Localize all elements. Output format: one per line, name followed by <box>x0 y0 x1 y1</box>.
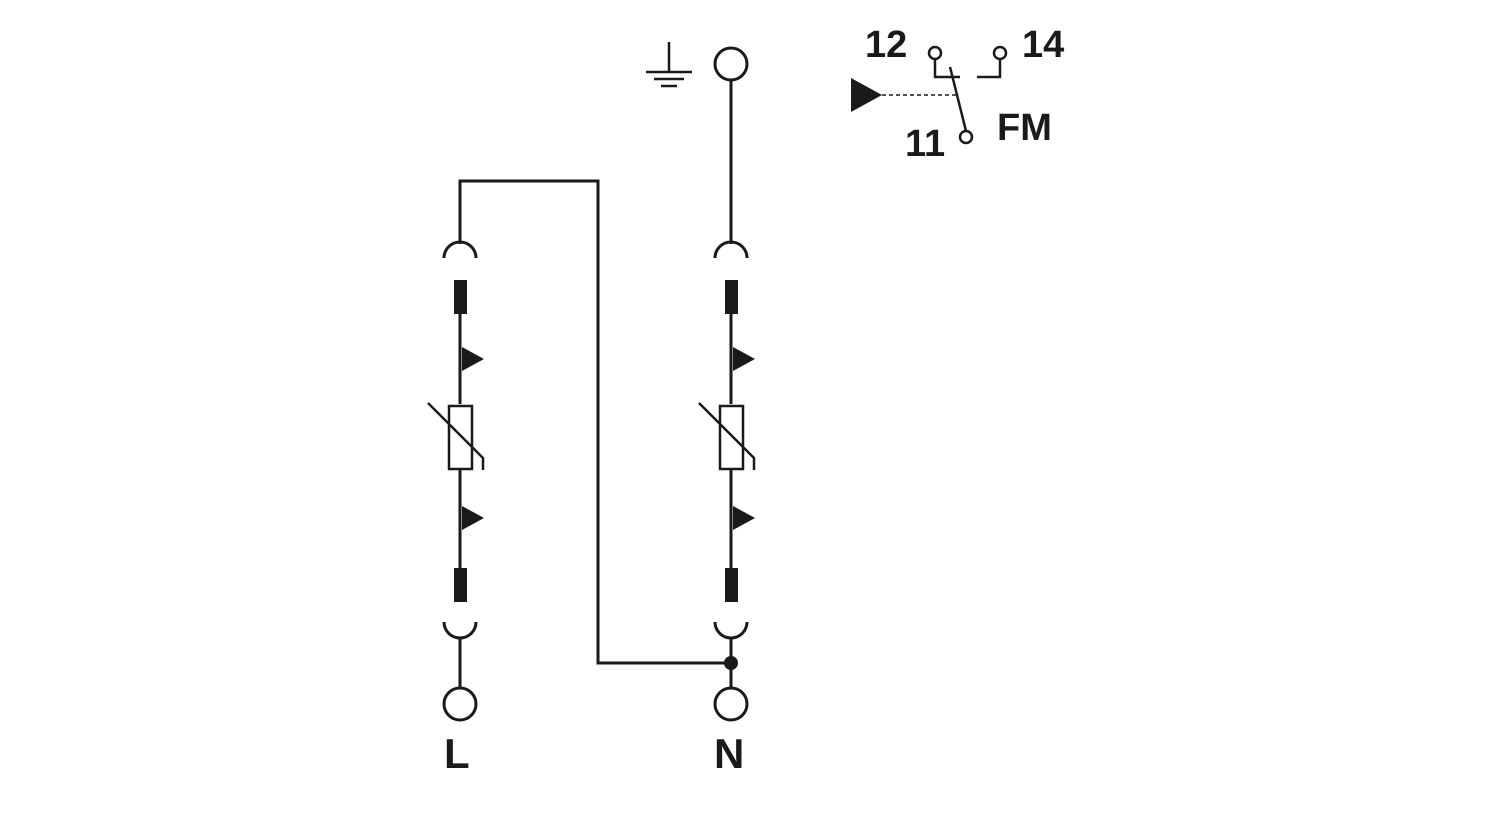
line-top-socket <box>442 240 478 259</box>
pin-11-terminal <box>958 129 974 145</box>
line-branch <box>427 240 485 722</box>
fuse-icon <box>454 568 467 602</box>
varistor-icon <box>698 402 756 471</box>
line-label: L <box>444 730 470 777</box>
line-bottom-socket <box>442 621 478 640</box>
thermal-disconnect-icon <box>733 506 755 530</box>
thermal-disconnect-icon <box>733 347 755 371</box>
ground-terminal <box>713 46 749 82</box>
line-terminal <box>442 686 478 722</box>
fuse-icon <box>725 280 738 314</box>
fuse-icon <box>454 280 467 314</box>
ground-icon <box>646 42 692 88</box>
fm-label: FM <box>997 107 1052 149</box>
neutral-terminal <box>713 686 749 722</box>
changeover-contact-icon <box>927 45 1008 145</box>
actuator-triangle-icon <box>851 78 882 112</box>
thermal-disconnect-icon <box>462 506 484 530</box>
junction-node <box>724 656 738 670</box>
pin-14-label: 14 <box>1022 24 1064 66</box>
remote-signal-contact: 12 14 11 FM <box>851 24 1064 165</box>
crossover-wire <box>458 179 731 665</box>
thermal-disconnect-icon <box>462 347 484 371</box>
neutral-label: N <box>714 730 744 777</box>
pin-14-terminal <box>992 45 1008 61</box>
fuse-icon <box>725 568 738 602</box>
neutral-branch <box>698 240 756 722</box>
varistor-icon <box>427 402 485 471</box>
ground-symbol-group <box>646 42 749 88</box>
pin-12-terminal <box>927 45 943 61</box>
pin-11-label: 11 <box>905 123 945 165</box>
neutral-top-socket <box>713 240 749 259</box>
pin-12-label: 12 <box>865 24 907 66</box>
neutral-bottom-socket <box>713 621 749 640</box>
wiring <box>458 80 733 665</box>
contact-blade <box>948 66 968 132</box>
